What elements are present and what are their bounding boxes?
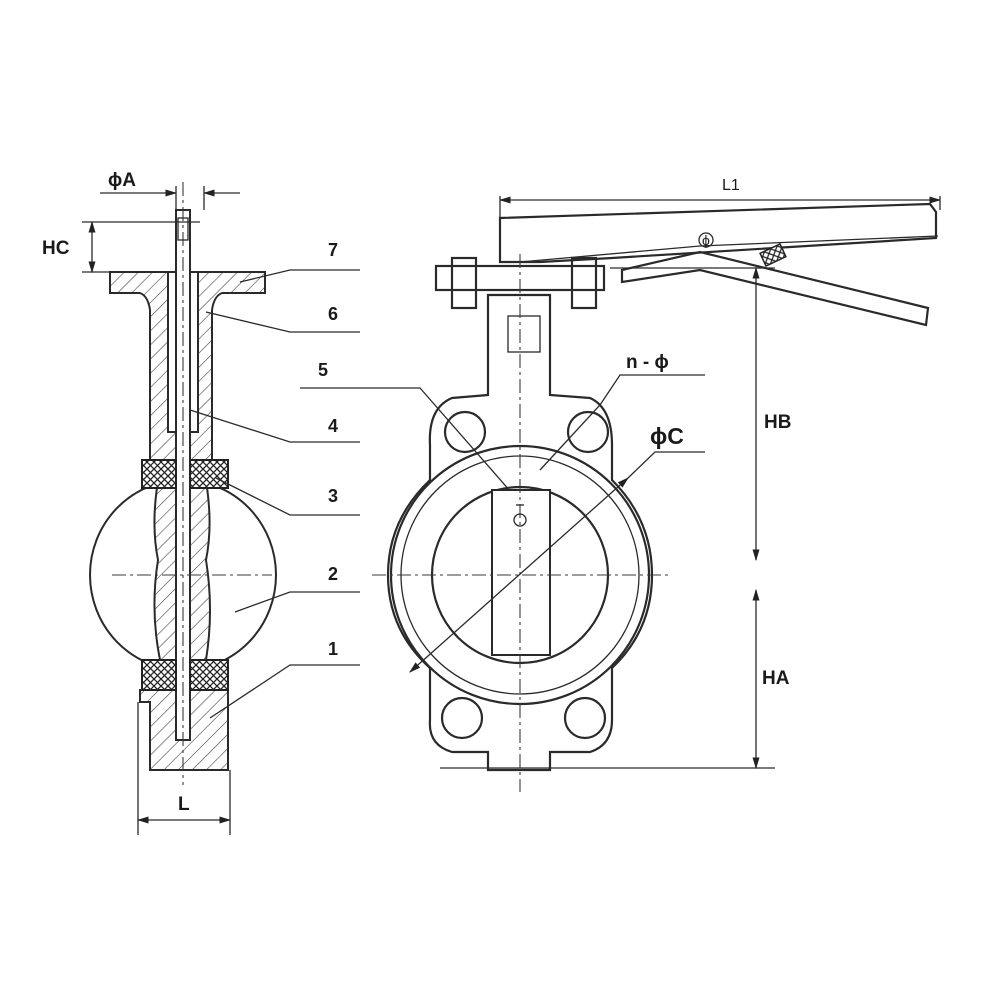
- label-l: L: [178, 794, 190, 815]
- part-number-7: 7: [328, 240, 338, 260]
- label-handle-phi: ϕ: [702, 232, 710, 248]
- label-n-phi: n - ϕ: [626, 352, 669, 373]
- label-l1: L1: [722, 177, 740, 194]
- label-hc: HC: [42, 238, 70, 259]
- locking-lever: [620, 250, 930, 327]
- diameter-c-leader: [409, 477, 629, 673]
- seat-upper-right: [189, 459, 229, 489]
- part-number-3: 3: [328, 486, 338, 506]
- part-number-4: 4: [328, 416, 338, 436]
- lever-handle: [498, 202, 938, 264]
- part-number-5: 5: [318, 360, 328, 380]
- bolt-hole-bottom-right: [563, 696, 607, 740]
- bolt-hole-top-left: [443, 410, 487, 454]
- part-numbers: 7 6 5 4 3 2 1: [318, 240, 338, 659]
- part-number-1: 1: [328, 639, 338, 659]
- label-hb: HB: [764, 412, 791, 433]
- side-section-view: [82, 182, 519, 835]
- seat-upper-left: [141, 459, 177, 489]
- seat-lower-left: [141, 659, 177, 691]
- front-view: [372, 196, 942, 792]
- dimension-labels: ϕA HC L L1 HB HA ϕC n - ϕ ϕ: [42, 170, 791, 815]
- part-number-6: 6: [328, 304, 338, 324]
- label-phi-c: ϕC: [650, 423, 684, 449]
- bolt-nut-left: [450, 256, 478, 310]
- bolt-nut-right: [570, 256, 598, 310]
- label-ha: HA: [762, 668, 790, 689]
- part-number-2: 2: [328, 564, 338, 584]
- bolt-hole-top-right: [566, 410, 610, 454]
- label-phi-a: ϕA: [108, 170, 136, 191]
- seat-lower-right: [189, 659, 229, 691]
- bolt-hole-bottom-left: [440, 696, 484, 740]
- part-leaders: [189, 269, 519, 719]
- handle-pivot-symbol: [698, 232, 714, 248]
